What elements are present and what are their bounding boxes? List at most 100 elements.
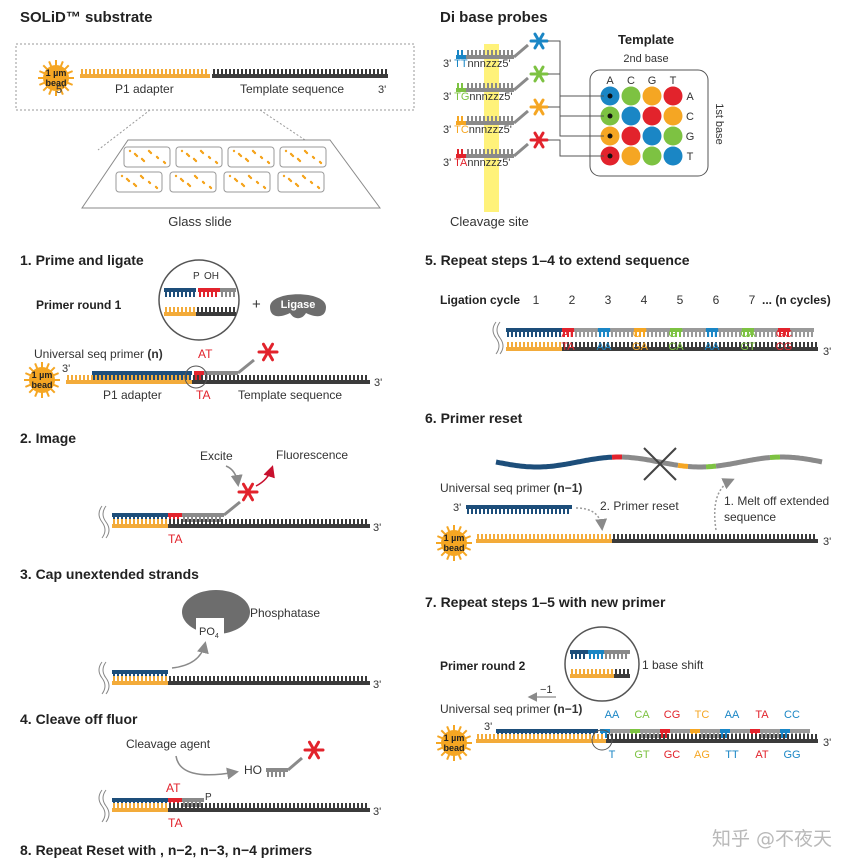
step1-title: 1. Prime and ligate: [20, 252, 144, 268]
cleavage-site-label: Cleavage site: [450, 214, 529, 229]
wave-segment: [687, 464, 706, 470]
step7-probe-gray: [700, 729, 720, 738]
step2-title: 2. Image: [20, 430, 76, 446]
probe-star-icon: [529, 131, 549, 149]
fluor-star-icon: [257, 342, 279, 362]
step8-title: 8. Repeat Reset with , n−2, n−3, n−4 pri…: [20, 842, 312, 858]
ligated-probe-gray: [754, 328, 778, 337]
step6-adapter: [476, 534, 612, 543]
ligated-probe-gray: [610, 328, 634, 337]
step3-3prime: 3': [373, 679, 381, 691]
cycles-more: ... (n cycles): [762, 293, 831, 307]
matrix-cell: [621, 126, 641, 146]
top-pair-label: CA: [634, 709, 650, 721]
probe-list: 3' TTnnnzzz5'3' TGnnnzzz5'3' TCnnnzzz5'3…: [443, 32, 549, 169]
step3-primer: [112, 670, 168, 679]
wave-segment: [780, 454, 823, 465]
top-pair-label: AA: [605, 709, 620, 721]
ligated-probe-color: [778, 328, 790, 337]
pair-bottom: GT: [740, 341, 756, 353]
probe-linker: [513, 109, 529, 125]
step2-probe-gray: [182, 513, 224, 522]
step6-3prime-primer: 3': [453, 502, 461, 514]
zoom-line-left: [97, 109, 151, 151]
step1-template-label: Template sequence: [238, 388, 342, 402]
step3-break: [98, 661, 106, 695]
step1-3prime-primer: 3': [62, 363, 70, 375]
matrix-cell: [663, 106, 683, 126]
step6-3prime: 3': [823, 536, 831, 548]
probe-colored-end: [456, 83, 466, 92]
step4-adapter: [112, 803, 168, 812]
step5-primer: [506, 328, 562, 337]
reset-primer: [466, 505, 572, 514]
bottom-pair-label: AT: [755, 749, 769, 761]
cycle-number: 5: [677, 293, 684, 307]
probe-matrix-links: [548, 40, 604, 157]
top-pair-label: CG: [664, 709, 681, 721]
matrix-col-label: G: [648, 75, 657, 87]
step1-strands: [66, 358, 370, 384]
template-2nd-base: 2nd base: [623, 53, 668, 65]
probe-link-line: [548, 73, 604, 117]
step4-at: AT: [166, 781, 181, 795]
probe-4: 3' TAnnnzzz5': [443, 131, 549, 169]
ligated-probe-gray: [682, 328, 706, 337]
zoom7-probe-blue: [588, 650, 604, 659]
zoom-p: P: [193, 271, 200, 282]
probe-linker: [513, 43, 529, 59]
primer-round-2: Primer round 2: [440, 659, 526, 673]
slide-well: [169, 171, 217, 193]
step1-primer-label: Universal seq primer (n): [34, 347, 163, 361]
step6-title: 6. Primer reset: [425, 410, 523, 426]
cleave-arrow: [175, 755, 239, 780]
step7-junction-circle: [591, 729, 613, 751]
step4-ta: TA: [168, 816, 182, 830]
step2-adapter: [112, 519, 168, 528]
step1-at: AT: [198, 347, 213, 361]
probe-colored-end: [456, 50, 466, 59]
po4-label: PO4: [199, 626, 219, 640]
top-pair-label: TC: [695, 709, 710, 721]
fluor-star: [303, 740, 325, 760]
probe-1: 3' TTnnnzzz5': [443, 32, 549, 70]
ligation-zoom-circle: [158, 259, 240, 341]
step7-3prime-primer: 3': [484, 721, 492, 733]
bead-label-2: bead: [443, 743, 464, 753]
top-pair-label: CC: [784, 709, 800, 721]
fluorescence-label: Fluorescence: [276, 448, 348, 462]
bottom-pair-label: GG: [783, 749, 800, 761]
step3-break: [102, 661, 110, 695]
ligation-cycle-label: Ligation cycle: [440, 293, 520, 307]
step6-strand: [476, 534, 818, 543]
pair-top: CT: [633, 328, 648, 340]
wave-segment: [677, 462, 689, 469]
step1-3prime: 3': [374, 377, 382, 389]
template-title: Template: [618, 32, 674, 47]
ligase-label: Ligase: [281, 299, 316, 311]
probe-link-line: [548, 139, 604, 157]
step7-probe-color: [780, 729, 790, 738]
template-1st-base: 1st base: [713, 103, 725, 145]
template-strand: [212, 69, 388, 78]
fluor-star-icon-2: [237, 482, 259, 502]
probe-body: [466, 149, 514, 158]
pair-top: CA: [740, 328, 756, 340]
matrix-col-label: C: [627, 75, 635, 87]
probe-link-line: [548, 106, 604, 137]
step5-template: [562, 342, 818, 351]
bead-label-1: 1 µm: [444, 533, 465, 543]
matrix-cell: [642, 146, 662, 166]
slide-well: [279, 146, 327, 168]
melted-strand: [495, 454, 823, 470]
step2-3prime: 3': [373, 522, 381, 534]
step7-adapter: [476, 734, 606, 743]
step5-break: [492, 321, 500, 355]
step1-probe-red: [194, 371, 204, 380]
